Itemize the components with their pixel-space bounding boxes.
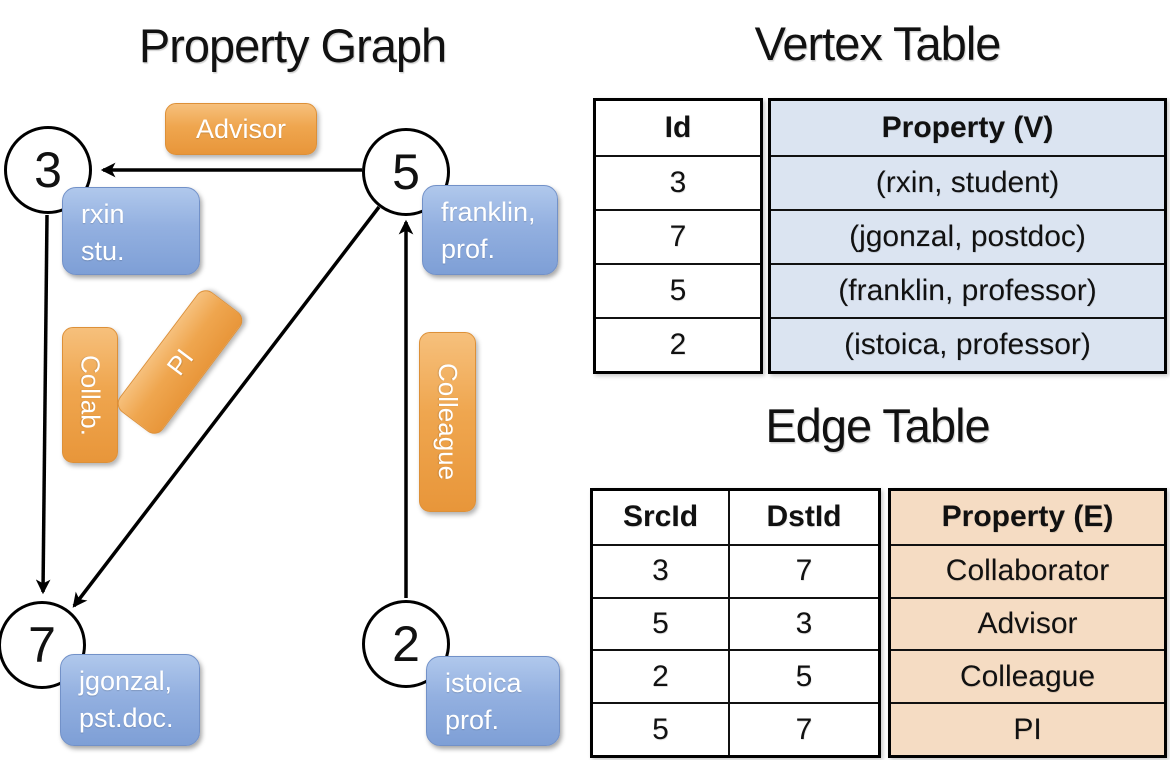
edge-table-property-column: Property (E) Collaborator Advisor Collea…	[888, 488, 1167, 758]
vertex-property-line: pst.doc.	[79, 703, 174, 733]
edge-label-collab: Collab.	[62, 327, 118, 463]
node-id-label: 3	[34, 142, 62, 198]
vertex-table-property-column: Property (V) (rxin, student) (jgonzal, p…	[768, 98, 1167, 374]
table-cell: (franklin, professor)	[771, 263, 1164, 317]
edge-5-7-pi	[72, 205, 381, 608]
table-cell: Colleague	[891, 649, 1164, 702]
vertex-table-header-id: Id	[664, 111, 692, 144]
edge-label-colleague: Colleague	[419, 332, 476, 512]
vertex-table-id-column: Id 3 7 5 2	[593, 98, 763, 374]
vertex-table-header-property: Property (V)	[881, 111, 1054, 144]
table-cell: (rxin, student)	[771, 155, 1164, 209]
vertex-property-line: istoica	[445, 668, 522, 698]
vertex-property-box-rxin: rxin stu.	[62, 187, 200, 275]
edge-label-advisor: Advisor	[165, 103, 317, 155]
node-circle-5: 5	[362, 128, 450, 216]
table-cell: 7	[728, 543, 878, 597]
table-cell: 7	[728, 702, 878, 755]
edge-table-id-columns: SrcId DstId 3 7 5 3 2 5 5 7	[590, 488, 881, 758]
table-cell: 5	[596, 263, 760, 317]
vertex-property-box-franklin: franklin, prof.	[422, 185, 558, 275]
graph-edges-layer	[35, 162, 414, 608]
edge-table-header-srcid: SrcId	[622, 500, 699, 534]
edge-3-7-collab	[35, 214, 51, 595]
table-cell: (istoica, professor)	[771, 317, 1164, 371]
property-graph-title: Property Graph	[138, 19, 447, 72]
vertex-property-line: rxin	[81, 199, 125, 229]
edge-table-header-property: Property (E)	[941, 500, 1114, 534]
table-cell: 5	[593, 702, 728, 755]
edge-table-title: Edge Table	[765, 399, 990, 452]
vertex-property-box-istoica: istoica prof.	[426, 656, 560, 746]
table-cell: 3	[728, 596, 878, 650]
table-cell: PI	[891, 702, 1164, 755]
table-cell: 5	[593, 596, 728, 650]
node-id-label: 5	[392, 144, 420, 200]
node-id-label: 2	[392, 616, 420, 672]
table-cell: 2	[596, 317, 760, 371]
table-cell: 7	[596, 209, 760, 263]
vertex-property-line: jgonzal,	[79, 666, 173, 696]
vertex-table-title: Vertex Table	[754, 17, 1002, 70]
table-cell: (jgonzal, postdoc)	[771, 209, 1164, 263]
vertex-property-line: prof.	[441, 234, 496, 264]
node-circle-2: 2	[362, 600, 450, 688]
vertex-property-line: prof.	[445, 705, 500, 735]
table-cell: 3	[593, 543, 728, 597]
edge-table-header-dstid: DstId	[728, 491, 878, 544]
table-cell: 3	[596, 155, 760, 209]
table-cell: Collaborator	[891, 543, 1164, 597]
vertex-property-line: franklin,	[441, 197, 536, 227]
vertex-property-line: stu.	[81, 236, 125, 266]
table-cell: 5	[728, 649, 878, 703]
table-cell: Advisor	[891, 596, 1164, 650]
table-cell: 2	[593, 649, 728, 702]
node-id-label: 7	[28, 617, 56, 673]
vertex-property-box-jgonzal: jgonzal, pst.doc.	[60, 654, 200, 746]
